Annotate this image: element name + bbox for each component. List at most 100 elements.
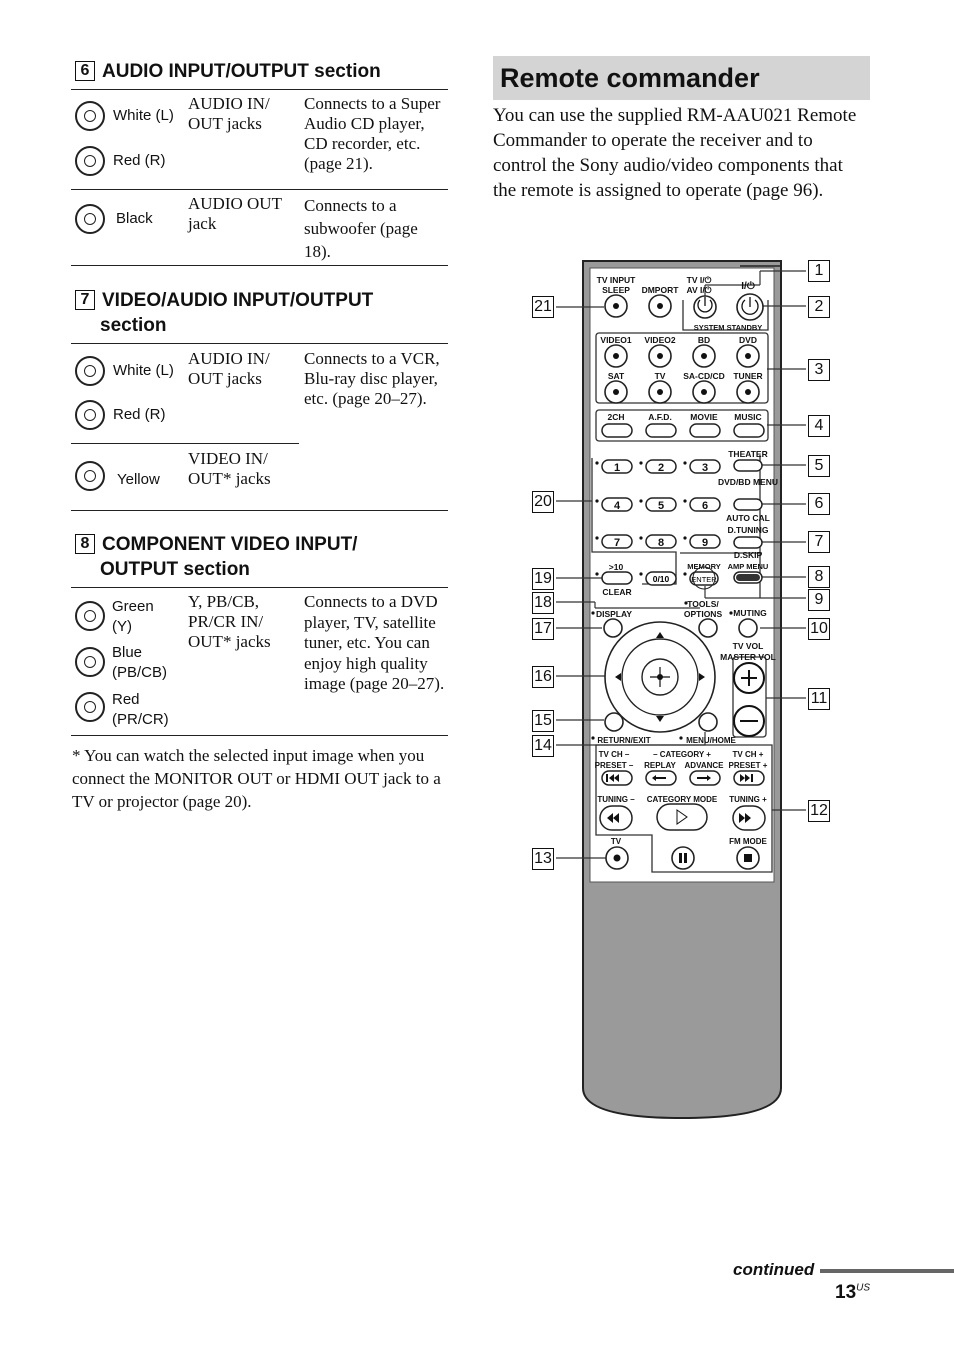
section-number: 7 <box>75 290 95 310</box>
transport-icons <box>606 774 753 823</box>
jack-description: Connects to a subwoofer (page 18). <box>304 196 418 261</box>
callout-15: 15 <box>532 710 554 732</box>
jack-label: White (L) <box>113 107 174 124</box>
tvch-minus-label: TV CH – <box>599 750 630 759</box>
tools-label: TOOLS/ <box>687 599 719 609</box>
tuning-plus-label: TUNING + <box>729 795 767 804</box>
callout-13: 13 <box>532 848 554 870</box>
jack-name: AUDIO OUT jack <box>188 194 282 233</box>
callout-6: 6 <box>808 493 830 515</box>
jack-name: Y, PB/CB, PR/CR IN/ OUT* jacks <box>188 592 271 651</box>
video1-label: VIDEO1 <box>600 335 631 345</box>
tv-input-label: TV INPUT <box>597 275 637 285</box>
callout-21: 21 <box>532 296 554 318</box>
page-number-value: 13 <box>835 1282 857 1303</box>
sacd-label: SA-CD/CD <box>683 371 725 381</box>
jack-icon <box>75 356 105 386</box>
button-centers <box>613 303 752 863</box>
jack-icon <box>75 400 105 430</box>
replay-label: REPLAY <box>644 761 676 770</box>
sat-label: SAT <box>608 371 625 381</box>
pill-buttons <box>599 423 766 831</box>
jack-label: Red (R) <box>113 152 166 169</box>
tuner-label: TUNER <box>733 371 762 381</box>
divider <box>71 443 299 444</box>
jack-icon <box>75 692 105 722</box>
divider <box>71 89 448 90</box>
section-8-heading: 8 COMPONENT VIDEO INPUT/ <box>75 532 357 557</box>
system-standby-label: SYSTEM STANDBY <box>694 323 763 332</box>
clear-label: CLEAR <box>602 587 631 597</box>
tools-button <box>698 618 718 638</box>
svg-text:2: 2 <box>658 462 664 474</box>
afd-label: A.F.D. <box>648 412 672 422</box>
divider <box>71 343 448 344</box>
muting-button <box>738 618 758 638</box>
dtuning-label: D.TUNING <box>727 525 768 535</box>
callout-9: 9 <box>808 589 830 611</box>
jack-label: Red (R) <box>113 406 166 423</box>
page-title: Remote commander <box>500 63 760 93</box>
pause-button <box>671 846 695 870</box>
divider <box>71 510 448 511</box>
dvd-label: DVD <box>739 335 757 345</box>
amp-menu-label: AMP MENU <box>728 562 769 571</box>
fm-mode-label: FM MODE <box>729 837 767 846</box>
jack-description: Connects to a VCR, Blu-ray disc player, … <box>304 349 440 408</box>
callout-11: 11 <box>808 688 830 710</box>
category-mode-label: CATEGORY MODE <box>647 795 718 804</box>
callout-14: 14 <box>532 735 554 757</box>
divider <box>71 189 448 190</box>
master-vol-label: MASTER VOL <box>720 652 776 662</box>
section-title-line2: section <box>100 315 167 336</box>
jack-icon <box>75 601 105 631</box>
jack-label: White (L) <box>113 362 174 379</box>
jack-label: Blue (PB/CB) <box>112 644 168 681</box>
svg-text:9: 9 <box>702 537 708 549</box>
av-power-label: AV I/⏻ <box>687 285 713 295</box>
intro-paragraph: You can use the supplied RM-AAU021 Remot… <box>493 105 857 201</box>
preset-plus-label: PRESET + <box>729 761 768 770</box>
jack-description: Connects to a Super Audio CD player, CD … <box>304 94 441 173</box>
jack-icon <box>75 146 105 176</box>
2ch-label: 2CH <box>607 412 624 422</box>
divider <box>71 587 448 588</box>
callout-20: 20 <box>532 491 554 513</box>
jack-name: VIDEO IN/ OUT* jacks <box>188 449 271 488</box>
callout-5: 5 <box>808 455 830 477</box>
callout-16: 16 <box>532 666 554 688</box>
theater-label: THEATER <box>728 449 768 459</box>
enter-label: ENTER <box>691 575 717 584</box>
tuning-minus-label: TUNING – <box>597 795 635 804</box>
movie-label: MOVIE <box>690 412 718 422</box>
jack-name: AUDIO IN/ OUT jacks <box>188 349 270 388</box>
footnote: * You can watch the selected input image… <box>72 746 441 811</box>
section-number: 8 <box>75 534 95 554</box>
jack-label: Black <box>116 210 153 227</box>
jack-description: Connects to a DVD player, TV, satellite … <box>304 592 445 694</box>
svg-text:3: 3 <box>702 462 708 474</box>
power-label: I/⏻ <box>741 280 755 292</box>
divider <box>71 735 448 736</box>
page-number-suffix: US <box>856 1282 871 1294</box>
jack-icon <box>75 461 105 491</box>
continued-bar <box>820 1269 954 1273</box>
muting-label: MUTING <box>733 608 767 618</box>
title-bar <box>493 56 870 100</box>
callout-17: 17 <box>532 618 554 640</box>
zero10-label: 0/10 <box>653 574 670 584</box>
callout-18: 18 <box>532 592 554 614</box>
section-number: 6 <box>75 61 95 81</box>
gt10-label: >10 <box>609 562 624 572</box>
section-title-line1: COMPONENT VIDEO INPUT/ <box>102 534 358 555</box>
tvch-plus-label: TV CH + <box>733 750 764 759</box>
advance-label: ADVANCE <box>685 761 725 770</box>
continued-label: continued <box>733 1260 815 1279</box>
svg-text:1: 1 <box>614 462 620 474</box>
dmport-label: DMPORT <box>642 285 680 295</box>
callout-1: 1 <box>808 260 830 282</box>
page-number: 13US <box>835 1282 870 1304</box>
